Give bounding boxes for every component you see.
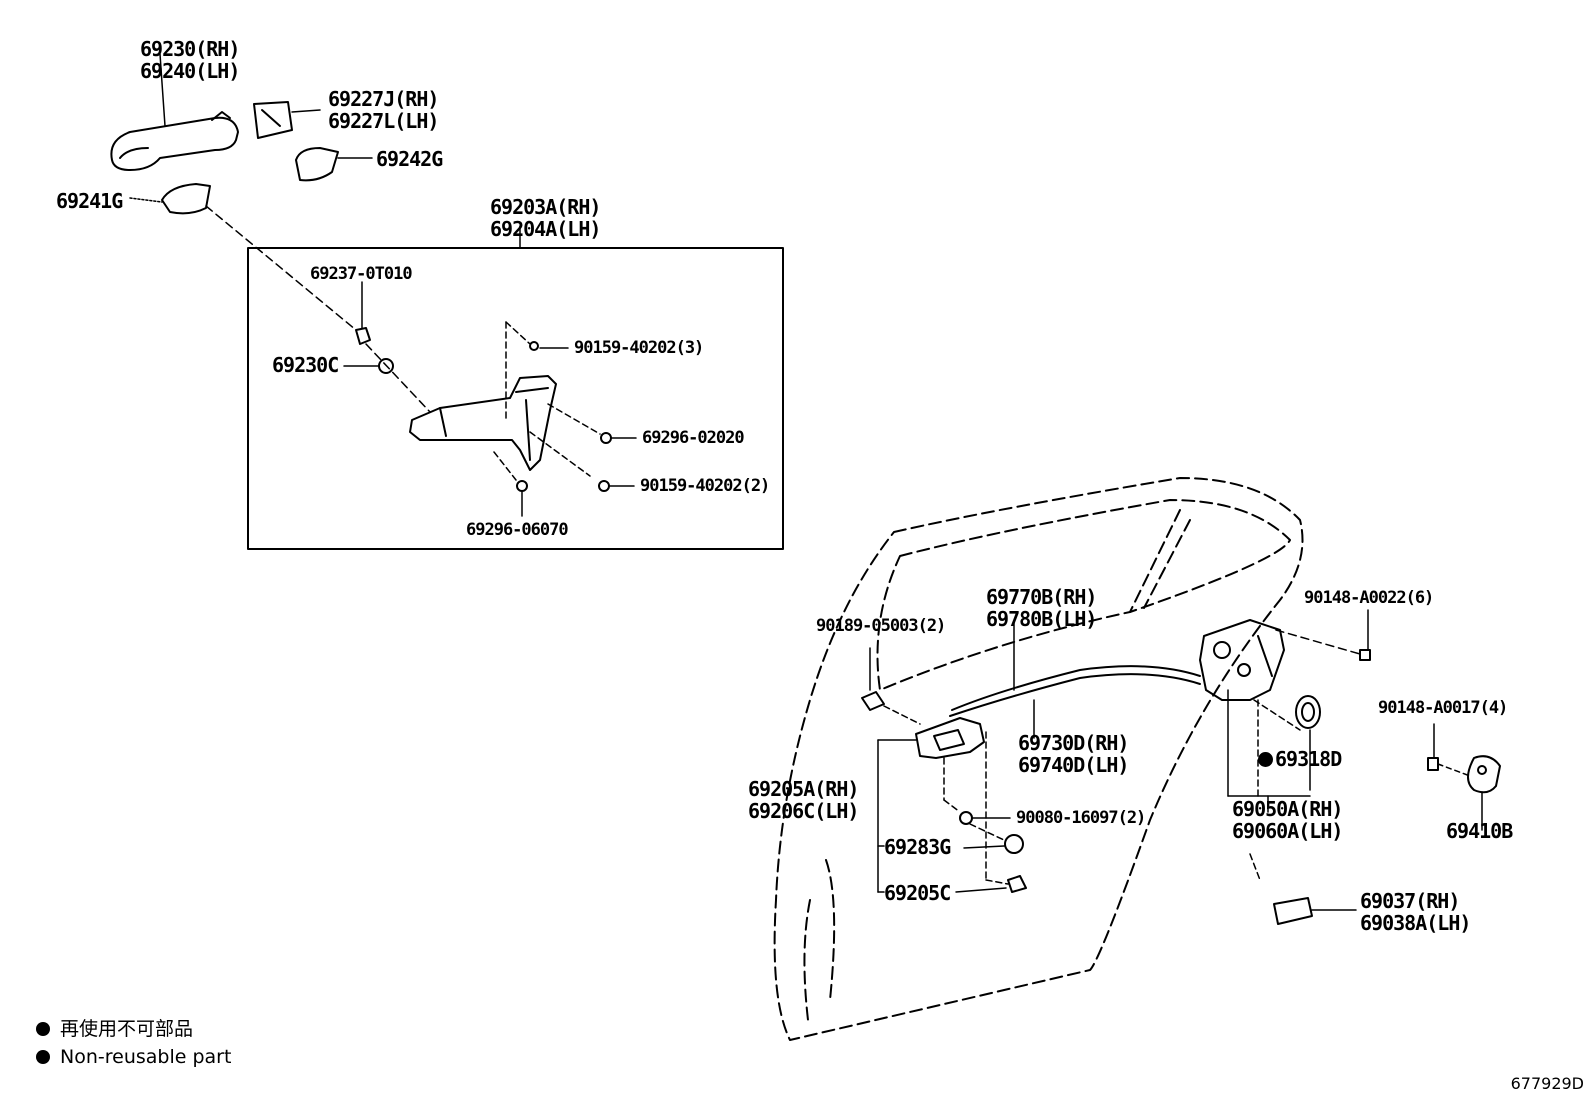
- label-inside-handle-rh: 69205A(RH): [748, 777, 859, 801]
- bolt-icon: [1359, 609, 1371, 661]
- handle-cover: [253, 101, 321, 139]
- screw-icon: [516, 480, 528, 517]
- label-clip: 69237-0T010: [310, 264, 413, 284]
- non-reusable-dot-icon: [1258, 751, 1273, 767]
- bolt-icon: [1427, 723, 1471, 777]
- label-cable-upper-lh: 69780B(LH): [986, 607, 1097, 631]
- handle-frame: [409, 375, 557, 471]
- label-cover-rh: 69227J(RH): [328, 87, 439, 111]
- label-frame-lh: 69204A(LH): [490, 217, 601, 241]
- plug-part: [963, 834, 1024, 854]
- label-screw-b: 69296-02020: [642, 428, 745, 448]
- label-bezel: 69205C: [884, 881, 951, 905]
- bezel-part: [955, 875, 1027, 893]
- label-cable-upper-rh: 69770B(RH): [986, 585, 1097, 609]
- label-screw-inner: 90080-16097(2): [1016, 808, 1146, 828]
- label-bracket-lh: 69038A(LH): [1360, 911, 1471, 935]
- screw-icon: [959, 811, 1011, 825]
- inside-handle: [915, 717, 985, 759]
- striker-part: [1467, 755, 1501, 831]
- label-clip-upper: 90189-05003(2): [816, 616, 946, 636]
- label-bolt-lock: 90148-A0022(6): [1304, 588, 1434, 608]
- legend-jp: 再使用不可部品: [36, 1018, 193, 1040]
- cap-part: [343, 358, 394, 374]
- handle-pad-rear: [295, 147, 373, 182]
- frame-assembly-box: [247, 247, 784, 550]
- label-outside-handle-lh: 69240(LH): [140, 59, 240, 83]
- label-seal-wrapper: 69318D: [1258, 747, 1342, 771]
- label-inside-handle-lh: 69206C(LH): [748, 799, 859, 823]
- label-screw-c: 90159-40202(2): [640, 476, 770, 496]
- door-outline: [773, 477, 1304, 1041]
- label-cable-lower-rh: 69730D(RH): [1018, 731, 1129, 755]
- label-lock-rh: 69050A(RH): [1232, 797, 1343, 821]
- clip-upper-part: [861, 647, 921, 725]
- figure-id: 677929D: [1510, 1074, 1584, 1093]
- lower-bracket: [1273, 897, 1357, 925]
- screw-icon: [529, 341, 569, 351]
- label-lock-lh: 69060A(LH): [1232, 819, 1343, 843]
- cable-assembly: [949, 621, 1201, 739]
- label-bracket-rh: 69037(RH): [1360, 889, 1460, 913]
- label-plug: 69283G: [884, 835, 951, 859]
- label-cover-lh: 69227L(LH): [328, 109, 439, 133]
- label-striker: 69410B: [1446, 819, 1513, 843]
- label-cable-lower-lh: 69740D(LH): [1018, 753, 1129, 777]
- non-reusable-dot-icon: [36, 1050, 50, 1064]
- clip-part: [355, 327, 371, 345]
- label-pad-rear: 69242G: [376, 147, 443, 171]
- label-frame-rh: 69203A(RH): [490, 195, 601, 219]
- label-pad-front: 69241G: [56, 189, 123, 213]
- label-seal: 69318D: [1275, 747, 1342, 771]
- door-lock-assembly: [1199, 619, 1285, 701]
- legend-en: Non-reusable part: [36, 1046, 231, 1068]
- outside-door-handle: [110, 53, 239, 171]
- label-outside-handle-rh: 69230(RH): [140, 37, 240, 61]
- non-reusable-dot-icon: [36, 1022, 50, 1036]
- legend-en-text: Non-reusable part: [60, 1046, 232, 1068]
- screw-icon: [600, 432, 637, 444]
- screw-icon: [598, 480, 635, 492]
- label-screw-d: 69296-06070: [466, 520, 569, 540]
- legend-jp-text: 再使用不可部品: [60, 1018, 194, 1040]
- handle-pad-front: [129, 183, 211, 215]
- label-cap: 69230C: [272, 353, 339, 377]
- label-screw-a: 90159-40202(3): [574, 338, 704, 358]
- seal-part: [1295, 695, 1321, 729]
- label-bolt-striker: 90148-A0017(4): [1378, 698, 1508, 718]
